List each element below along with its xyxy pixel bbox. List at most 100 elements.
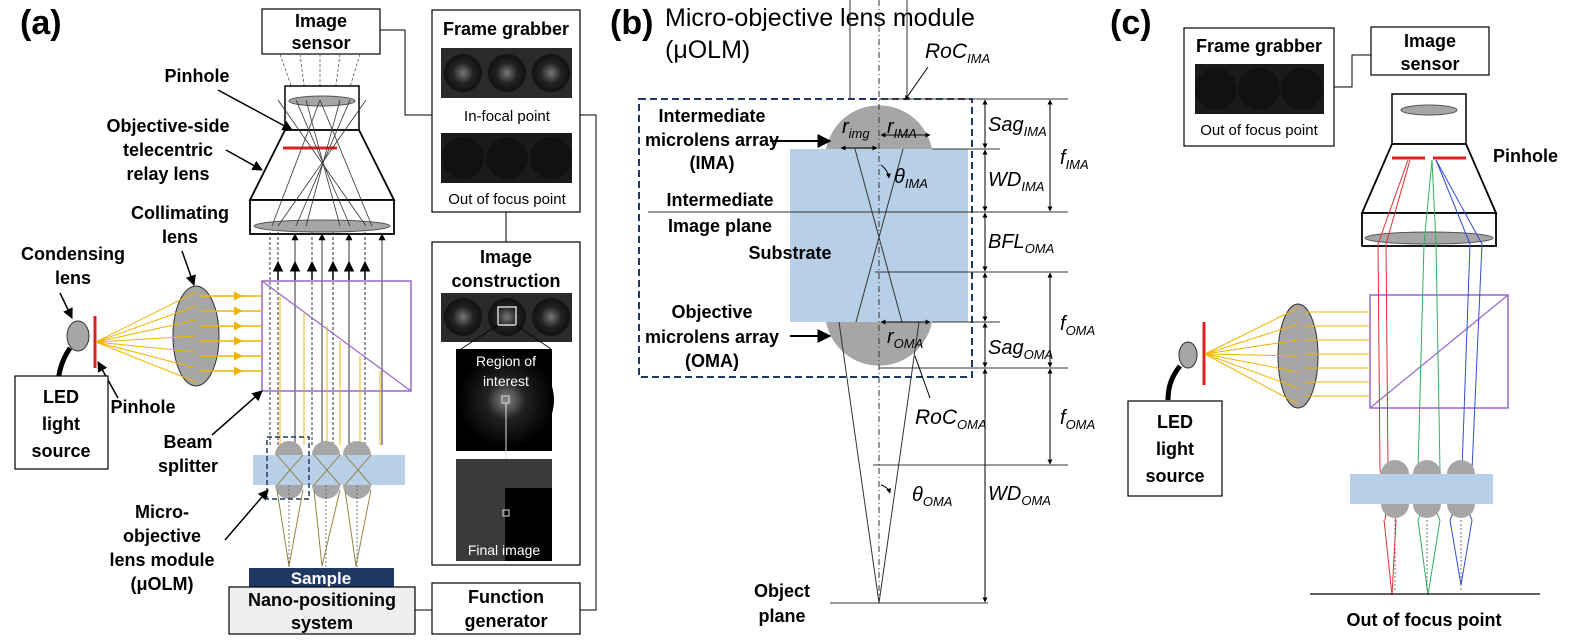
telecentric-arrow [225,149,263,171]
led-label-a-3: source [31,441,90,461]
nano-positioning-label-1: Nano-positioning [248,590,396,610]
bottom-label-c: Out of focus point [1347,610,1502,630]
sym-r-oma: rOMA [887,326,923,351]
ima-lens-b [826,105,932,149]
beam-splitter-diagonal-c [1369,294,1509,409]
sym-wd-oma: WDOMA [988,483,1051,508]
ima-label-1: Intermediate [658,106,765,126]
led-box-a [14,375,109,470]
function-generator-label-1: Function [468,587,544,607]
substrate-a [253,455,405,485]
tube-lens-box-c [1391,93,1467,145]
roi-label-1: Region of [476,353,536,369]
pinhole-label-c: Pinhole [1493,146,1558,166]
sym-sag-ima: SagIMA [988,114,1047,139]
oma-label-3: (OMA) [685,351,739,371]
math-symbols-b: RoCIMA rimg rIMA θIMA SagIMA WDIMA fIMA … [842,40,1095,509]
out-of-focus-label-c: Out of focus point [1200,122,1318,139]
led-cable-c [1165,364,1182,401]
uolm-dashed-box-a [266,436,310,500]
sym-roc-ima: RoCIMA [925,40,990,66]
oma-label-1: Objective [671,302,752,322]
sample-block-a [249,568,394,587]
final-image-label: Final image [468,542,541,558]
ima-label-3: (IMA) [690,153,735,173]
image-sensor-box-a [261,8,381,55]
uolm-label-2: objective [123,526,201,546]
collimating-label-1: Collimating [131,203,229,223]
beam-splitter-diagonal-a [261,280,412,392]
sym-theta-ima: θIMA [894,166,928,191]
image-sensor-label-a-2: sensor [291,33,350,53]
center-lines-a [288,485,358,568]
led-bulb-a [66,320,90,352]
yellow-down-a [279,296,381,445]
final-image [456,459,552,561]
panel-label-b: (b) [610,4,653,42]
image-sensor-label-c-1: Image [1404,31,1456,51]
yellow-parallel-a [200,291,262,376]
sym-theta-oma: θOMA [912,484,952,509]
image-construction-label-1: Image [480,247,532,267]
in-focal-label: In-focal point [464,108,551,125]
panel-label-c: (c) [1110,4,1152,42]
image-sensor-label-c-2: sensor [1400,54,1459,74]
uolm-arrow [224,489,269,541]
intermediate-plane-label-2: Image plane [668,216,772,236]
frame-grabber-label-a: Frame grabber [443,19,569,39]
upward-arrows-a [272,260,371,280]
led-label-a-1: LED [43,387,79,407]
object-plane-label-1: Object [754,581,810,601]
microlenses-c [1381,460,1475,518]
sym-r-ima: rIMA [887,116,917,141]
construction-spots [441,293,572,342]
tube-lens-box-a [284,85,360,131]
frame-grabber-label-c: Frame grabber [1196,36,1322,56]
oma-label-2: microlens array [645,327,779,347]
panel-b-title-1: Micro-objective lens module [665,4,975,32]
function-generator-label-2: generator [464,611,547,631]
uolm-dashed-box-b [638,98,973,378]
dimension-lines-b [840,66,1053,603]
in-focal-image [441,48,572,98]
pinhole-label-top-a: Pinhole [164,66,229,86]
panel-label-a: (a) [20,4,62,42]
uolm-label-1: Micro- [135,502,189,522]
image-sensor-box-c [1370,26,1490,76]
nano-positioning-label-2: system [291,613,353,633]
intermediate-plane-label-1: Intermediate [666,190,773,210]
tube-lens-c [1400,104,1458,116]
sym-f-oma-2: fOMA [1060,407,1095,432]
ima-label-2: microlens array [645,130,779,150]
telecentric-label-2: telecentric [123,140,213,160]
center-lines-c [1394,520,1462,592]
relay-rays-a [271,99,373,227]
roi-zoom-line-2 [515,324,552,350]
condensing-arrow [59,292,73,319]
out-focus-image-c [1195,64,1324,114]
connector-fg-frame [580,114,597,611]
sym-bfl-oma: BFLOMA [988,231,1054,256]
roi-label-2: interest [483,373,529,389]
panel-b-title-2: (μOLM) [665,36,750,64]
sample-label-a: Sample [291,569,351,588]
function-generator-box [431,582,581,635]
beam-splitter-a [261,280,412,392]
reference-lines-b [648,98,1068,604]
uolm-label-4: (μOLM) [131,574,194,594]
relay-lens-a [253,219,391,233]
crossing-rays-b [838,148,920,604]
connector-frame-sensor-c [1334,54,1371,88]
led-label-a-2: light [42,414,80,434]
relay-lens-c [1364,231,1494,245]
led-bulb-c [1178,341,1198,369]
led-label-c-1: LED [1157,412,1193,432]
led-label-c-2: light [1156,439,1194,459]
condensing-label-1: Condensing [21,244,125,264]
telecentric-label-1: Objective-side [106,116,229,136]
image-construction-label-2: construction [451,271,560,291]
condensing-label-2: lens [55,268,91,288]
led-box-c [1127,400,1223,497]
uolm-label-3: lens module [109,550,214,570]
pinhole-label-left-a: Pinhole [110,397,175,417]
